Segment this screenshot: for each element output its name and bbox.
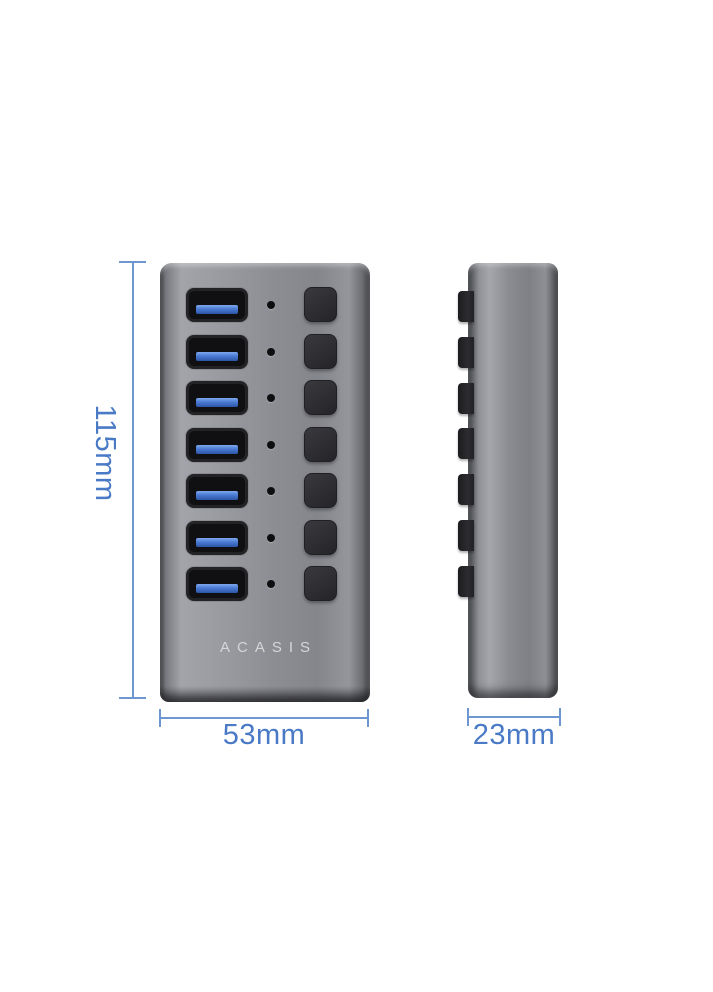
side-power-button-tab [458,291,474,322]
width-dimension-label: 53mm [222,719,306,751]
power-button [304,333,337,369]
led-indicator [267,533,275,542]
usb-port [186,334,248,369]
usb-tongue [196,305,238,314]
side-power-button-tab [458,336,474,368]
usb-port [186,567,248,601]
height-dimension-line [132,262,134,698]
power-button [304,566,337,601]
usb-tongue [196,537,238,547]
usb-tongue [196,444,238,454]
power-button [304,380,337,415]
depth-dimension-label: 23mm [472,719,556,751]
height-dimension-cap-top [119,261,146,263]
led-indicator [267,394,275,402]
usb-port [186,520,248,555]
hub-side-view [458,263,558,698]
depth-dimension-cap-left [467,708,469,726]
usb-port [186,474,248,508]
width-dimension-cap-left [159,709,161,727]
width-dimension-cap-right [367,709,369,727]
led-indicator [267,440,275,449]
side-power-button-tab [458,428,474,460]
depth-dimension-cap-right [559,708,561,726]
led-indicator [267,347,275,356]
usb-tongue [196,351,238,361]
side-power-button-tab [458,565,474,597]
usb-tongue [196,584,238,593]
height-dimension-cap-bottom [119,697,146,699]
side-power-button-tab [458,382,474,414]
width-dimension-line [160,717,368,719]
side-power-button-tab [458,474,474,506]
depth-dimension-line [468,716,560,718]
usb-port [186,427,248,462]
power-button [304,519,337,555]
led-indicator [267,487,275,495]
side-power-button-tab [458,520,474,551]
usb-tongue [196,491,238,500]
brand-logo-text: ACASIS [219,639,318,656]
usb-port [186,288,248,322]
power-button [304,473,337,508]
led-indicator [267,580,275,588]
hub-front-view: ACASIS [160,263,370,702]
usb-tongue [196,398,238,407]
power-button [304,426,337,462]
led-indicator [267,301,275,309]
power-button [304,287,337,322]
usb-port [186,381,248,415]
height-dimension-label: 115mm [89,404,121,502]
